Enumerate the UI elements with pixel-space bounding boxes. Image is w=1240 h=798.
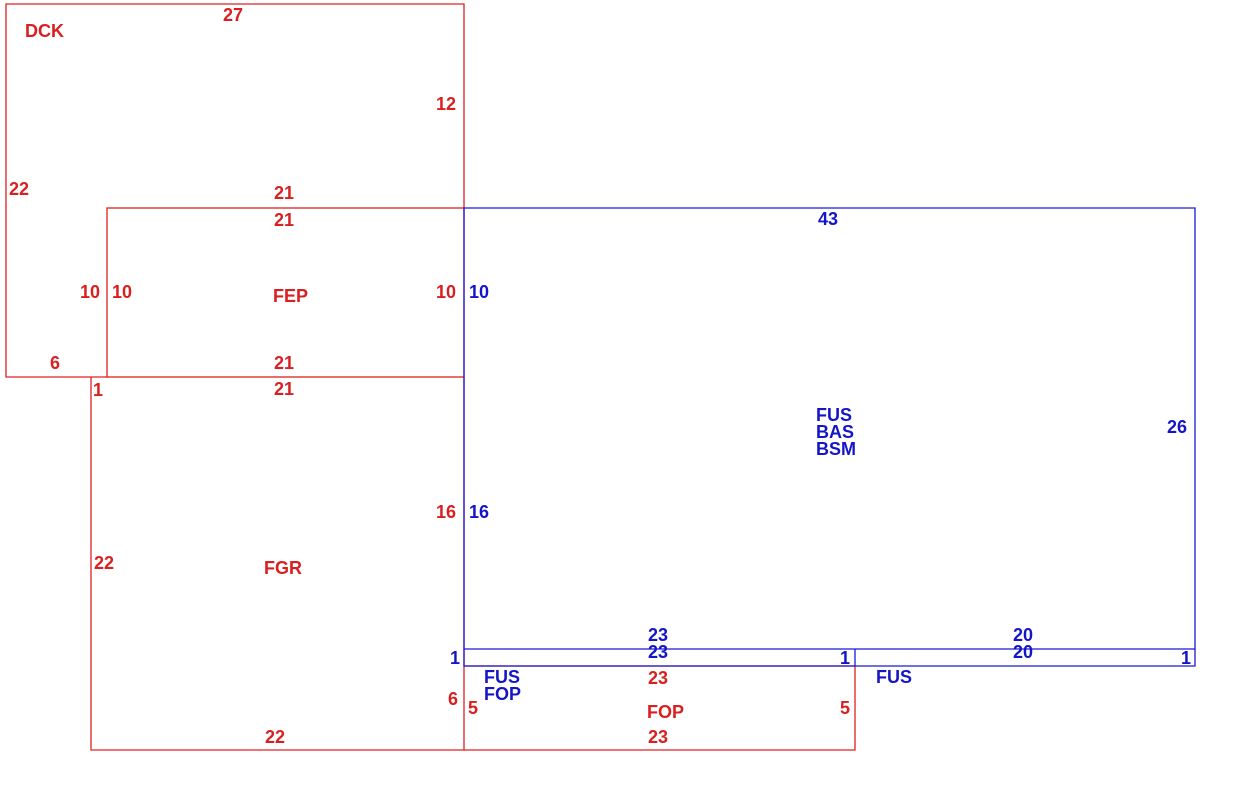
main-code-bsm: BSM <box>816 439 856 459</box>
blue-outlines <box>463 207 1196 667</box>
main-code-bas: BAS <box>816 422 854 442</box>
main-code-fus: FUS <box>816 405 852 425</box>
fgr-left-dimension: 22 <box>94 553 114 573</box>
strip-left-top-outer-dimension: 23 <box>648 625 668 645</box>
main-left-upper-dimension: 10 <box>469 282 489 302</box>
fep-left-dimension: 10 <box>112 282 132 302</box>
fop-subcode-fop: FOP <box>484 684 521 704</box>
fgr-labels: FGR 21 1 22 16 22 6 <box>93 379 458 747</box>
fop-top-dimension: 23 <box>648 668 668 688</box>
fep-right-dimension: 10 <box>436 282 456 302</box>
dck-labels: DCK 27 12 22 6 10 <box>9 5 456 373</box>
strip-right-code-label: FUS <box>876 667 912 687</box>
fgr-top-dimension: 21 <box>274 379 294 399</box>
strip-left-top-inner-dimension: 23 <box>648 642 668 662</box>
fop-bottom-dimension: 23 <box>648 727 668 747</box>
main-right-dimension: 26 <box>1167 417 1187 437</box>
dck-left-dimension: 22 <box>9 179 29 199</box>
strip-right-top-outer-dimension: 20 <box>1013 625 1033 645</box>
fop-code-label: FOP <box>647 702 684 722</box>
dck-right-dimension: 12 <box>436 94 456 114</box>
fop-left-dimension: 5 <box>468 698 478 718</box>
fep-labels: FEP 21 21 10 10 21 <box>112 183 456 373</box>
fgr-top-left-dimension: 1 <box>93 380 103 400</box>
main-area-labels: 43 10 16 26 FUS BAS BSM <box>469 209 1187 522</box>
dck-outline <box>5 3 465 378</box>
fep-bottom-dimension: 21 <box>274 353 294 373</box>
dck-code-label: DCK <box>25 21 64 41</box>
strip-left-outline <box>463 649 856 667</box>
strip-right-right-dimension: 1 <box>1181 648 1191 668</box>
strip-right-outline <box>855 649 1196 667</box>
fgr-code-label: FGR <box>264 558 302 578</box>
fgr-bottom-dimension: 22 <box>265 727 285 747</box>
strip-left-left-dimension: 1 <box>450 648 460 668</box>
fep-code-label: FEP <box>273 286 308 306</box>
main-left-lower-dimension: 16 <box>469 502 489 522</box>
main-area-outline <box>463 207 1196 650</box>
main-top-dimension: 43 <box>818 209 838 229</box>
dck-top-dimension: 27 <box>223 5 243 25</box>
fop-labels: FOP 23 5 5 23 FUS FOP <box>468 667 850 747</box>
red-outlines <box>5 3 856 751</box>
fep-top-inner-dimension: 21 <box>274 210 294 230</box>
fop-subcode-fus: FUS <box>484 667 520 687</box>
fep-top-outer-dimension: 21 <box>274 183 294 203</box>
fgr-right-dimension: 16 <box>436 502 456 522</box>
strip-right-top-inner-dimension: 20 <box>1013 642 1033 662</box>
dck-inner-right-dimension: 10 <box>80 282 100 302</box>
strip-left-right-dimension: 1 <box>840 648 850 668</box>
dck-bottom-dimension: 6 <box>50 353 60 373</box>
fgr-lower-right-dimension: 6 <box>448 689 458 709</box>
fop-right-dimension: 5 <box>840 698 850 718</box>
strip-labels: 23 23 1 1 20 20 1 FUS <box>450 625 1191 687</box>
